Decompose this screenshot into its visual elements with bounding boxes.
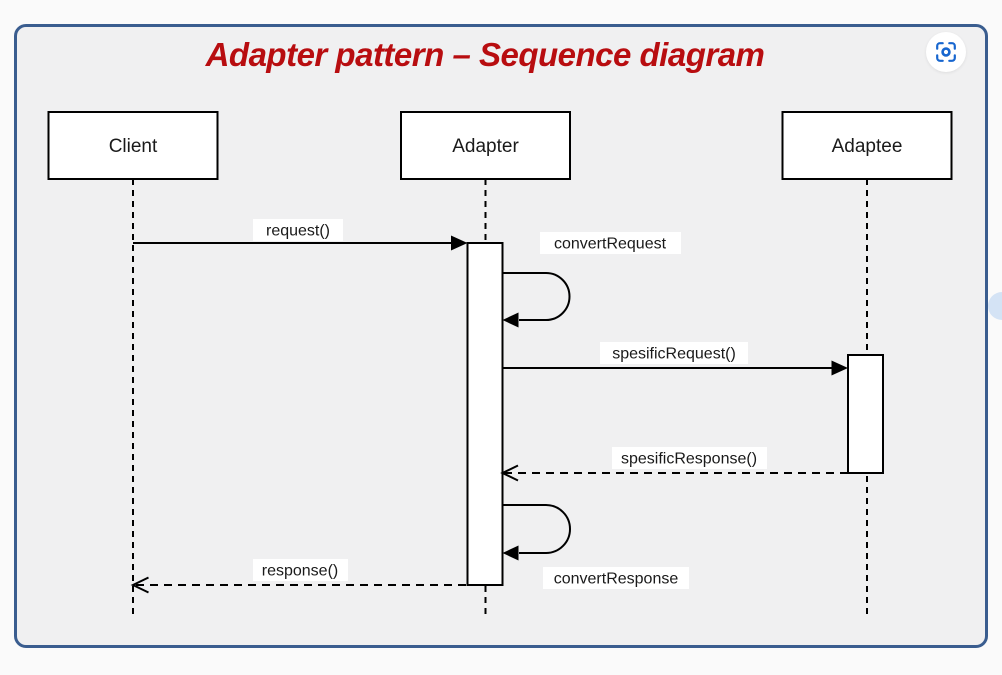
capture-button[interactable] bbox=[926, 32, 966, 72]
diagram-title: Adapter pattern – Sequence diagram bbox=[205, 36, 765, 73]
focus-capture-icon bbox=[936, 42, 956, 62]
edge-floating-button[interactable] bbox=[988, 292, 1002, 320]
diagram-card bbox=[14, 24, 988, 648]
